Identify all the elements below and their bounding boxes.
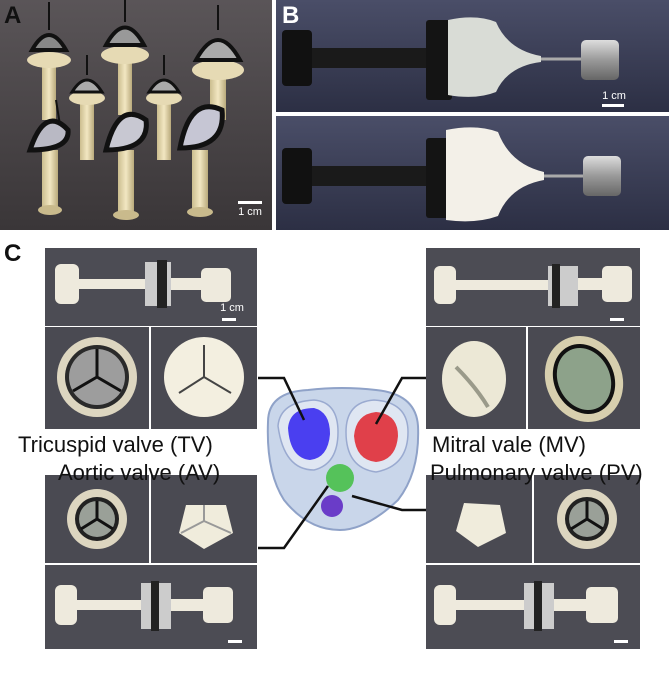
tv-valve-prosthetic-photo [45,327,149,429]
panel-b-letter: B [282,2,300,29]
panel-b-scale-bar [602,104,624,107]
valve-molds-photo [0,0,272,230]
panel-b-scale-label: 1 cm [602,90,626,102]
panel-a-scale-bar [238,201,262,204]
pv-valve-tissue-photo [426,475,532,563]
pv-mold-photo [426,565,640,649]
av-valve-prosthetic-photo [45,475,149,563]
pv-region [321,495,343,517]
mold-back-1 [27,2,71,120]
panel-b-top-photo [276,0,669,112]
tv-region [288,408,330,460]
av-mold-photo [45,565,257,649]
mold-bottom-photo [276,116,669,230]
panel-c-letter: C [4,240,22,267]
panel-a-scale-label: 1 cm [238,206,262,218]
mold-mid-2 [146,55,182,160]
mold-front-3 [176,104,225,217]
av-region [326,464,354,492]
mv-region [354,412,398,462]
panel-a-photo [0,0,272,230]
panel-b-bottom-photo [276,116,669,230]
pulmonary-valve-label: Pulmonary valve (PV) [430,460,643,485]
mitral-valve-label: Mitral vale (MV) [432,432,587,457]
pv-valve-prosthetic-photo [534,475,640,563]
panel-a-letter: A [4,2,22,29]
tricuspid-valve-label: Tricuspid valve (TV) [18,432,213,457]
panel-c-scale-label: 1 cm [220,302,244,314]
mold-front-2 [102,111,149,220]
heart-valve-diagram [258,382,426,534]
panel-c-scale-bar [222,318,236,321]
tv-mold-photo [45,248,257,326]
mv-valve-tissue-photo [426,327,526,429]
mold-top-photo [276,0,669,112]
mv-scale-bar [610,318,624,321]
mv-mold-photo [426,248,640,326]
pv-scale-bar [614,640,628,643]
aortic-valve-label: Aortic valve (AV) [58,460,221,485]
mv-valve-prosthetic-photo [528,327,640,429]
tv-valve-tissue-photo [151,327,257,429]
mold-mid-1 [69,55,105,160]
av-valve-tissue-photo [151,475,257,563]
av-scale-bar [228,640,242,643]
mold-back-2 [101,0,149,115]
mold-front-1 [26,99,71,215]
